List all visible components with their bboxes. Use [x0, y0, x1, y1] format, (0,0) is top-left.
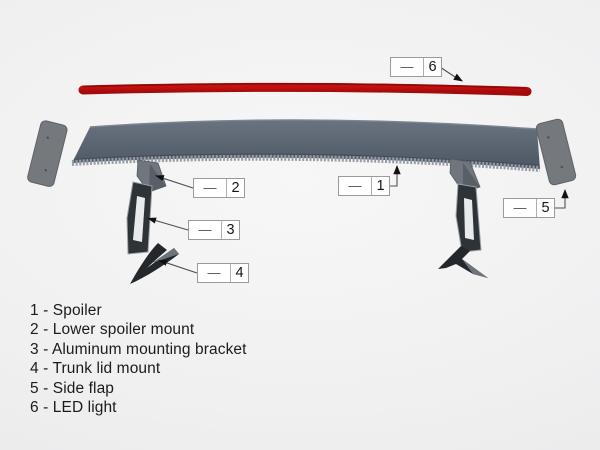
- leader-line-2: [162, 177, 194, 189]
- dash-icon: —: [194, 179, 227, 197]
- dash-icon: —: [198, 264, 231, 282]
- legend-item-lower-spoiler-mount: 2 - Lower spoiler mount: [30, 321, 195, 339]
- callout-1-number: 1: [376, 178, 385, 194]
- leader-line-6: [439, 66, 456, 78]
- callout-5: — 5: [503, 198, 555, 218]
- side-flap-left: [27, 120, 68, 187]
- arrowhead-4-icon: [158, 260, 168, 266]
- callout-4-number: 4: [235, 265, 244, 281]
- dash-icon: —: [189, 221, 222, 239]
- callout-6-number: 6: [428, 59, 437, 75]
- led-light-strip: [78, 82, 532, 96]
- legend-item-side-flap: 5 - Side flap: [30, 379, 115, 397]
- callout-5-number: 5: [541, 200, 550, 216]
- spoiler-underside-line: [73, 153, 539, 167]
- leader-lines: [155, 66, 566, 274]
- legend-item-spoiler: 1 - Spoiler: [30, 302, 102, 319]
- trunk-lid-mount-left: [130, 243, 179, 284]
- aluminum-bracket-left-cutout: [133, 196, 145, 242]
- dash-icon: —: [391, 58, 424, 76]
- callout-1: — 1: [338, 176, 390, 196]
- legend-item-led-light: 6 - LED light: [30, 399, 117, 417]
- callout-3-number: 3: [226, 222, 235, 238]
- led-strip-top-edge: [83, 83, 527, 89]
- leader-line-5: [550, 198, 566, 209]
- spoiler-serrated-edge: [71, 154, 541, 172]
- lower-spoiler-mount-right-facet: [463, 163, 480, 192]
- callout-2: — 2: [193, 178, 245, 198]
- aluminum-bracket-right-cutout: [464, 198, 474, 240]
- callout-2-number: 2: [231, 180, 240, 196]
- legend-item-aluminum-mounting-bracket: 3 - Aluminum mounting bracket: [30, 340, 247, 358]
- side-flap-right: [535, 118, 577, 186]
- dash-icon: —: [339, 177, 372, 195]
- callout-6: — 6: [390, 57, 442, 77]
- trunk-lid-mount-right-wing: [462, 259, 488, 278]
- callout-3: — 3: [188, 220, 240, 240]
- lower-spoiler-mount-left-facet: [149, 164, 166, 192]
- arrowhead-3-icon: [147, 217, 157, 224]
- legend-item-trunk-lid-mount: 4 - Trunk lid mount: [30, 360, 161, 378]
- spoiler-top-edge: [89, 119, 538, 130]
- callout-4: — 4: [197, 263, 249, 283]
- leader-line-3: [155, 219, 189, 231]
- parts-legend: 1 - Spoiler 2 - Lower spoiler mount 3 - …: [30, 301, 247, 417]
- leader-line-4: [166, 262, 198, 274]
- arrowhead-2-icon: [155, 175, 165, 181]
- trunk-lid-mount-left-wing: [152, 248, 179, 263]
- arrowheads: [147, 73, 569, 266]
- dash-icon: —: [504, 199, 537, 217]
- arrowhead-6-icon: [453, 73, 463, 82]
- arrowhead-5-icon: [561, 189, 569, 199]
- arrowhead-1-icon: [393, 165, 401, 175]
